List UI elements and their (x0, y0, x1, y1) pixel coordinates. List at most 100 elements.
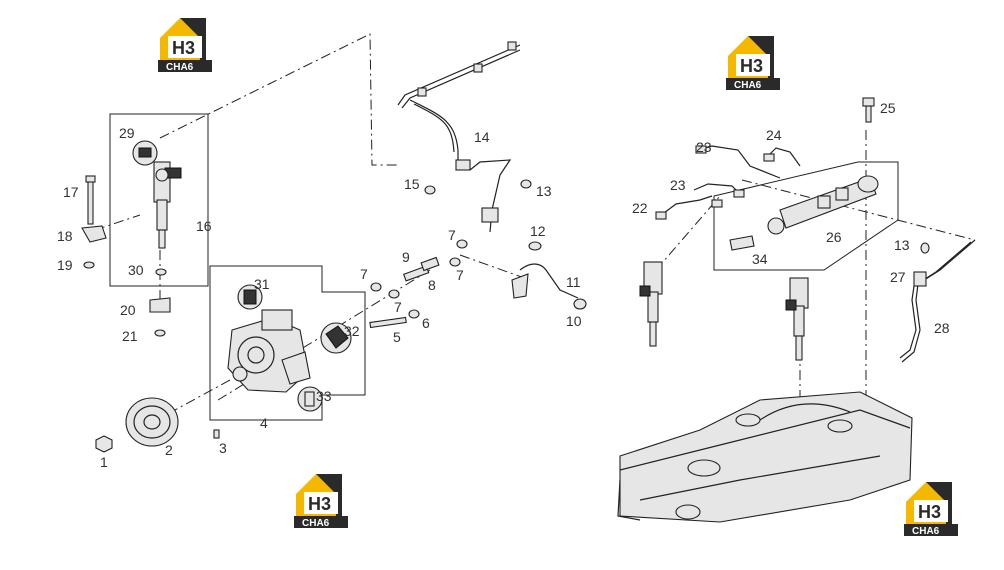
callout-7d: 7 (456, 267, 464, 283)
washer-30 (155, 268, 167, 276)
watermark-logo-2-line1: H3 (740, 56, 763, 76)
injector-pipe-24 (765, 147, 801, 167)
callout-13b: 13 (894, 237, 910, 253)
nut-7-a (370, 282, 382, 292)
watermark-logo-4-line1: H3 (918, 502, 941, 522)
washer-21 (154, 329, 166, 337)
callout-11: 11 (566, 274, 581, 290)
callout-12: 12 (530, 223, 546, 239)
pipe-nut-24 (763, 153, 775, 162)
callout-27: 27 (890, 269, 906, 285)
fuel-rail-pipe-14-inner (401, 49, 521, 153)
callout-7a: 7 (360, 266, 368, 282)
stud-5 (369, 316, 407, 329)
callout-5: 5 (393, 329, 401, 345)
dashline-rail-long (741, 179, 976, 241)
pump-group-box (209, 265, 366, 421)
callout-9: 9 (402, 249, 410, 265)
bolt-15 (424, 185, 436, 195)
callout-29: 29 (119, 125, 135, 141)
return-pipe-11 (519, 263, 579, 299)
watermark-logo-1-line1: H3 (172, 38, 195, 58)
gasket-32 (325, 325, 349, 349)
pump-sensor-31 (243, 289, 257, 305)
callout-16: 16 (196, 218, 212, 234)
bolt-17-head (85, 175, 96, 183)
seat-20 (149, 297, 171, 313)
callout-33: 33 (316, 388, 332, 404)
callout-19: 19 (57, 257, 73, 273)
callout-25: 25 (880, 100, 896, 116)
rail-fitting-3 (507, 41, 517, 51)
callout-23b: 23 (670, 177, 686, 193)
dashline-injector-right-2 (655, 195, 721, 271)
callout-24: 24 (766, 127, 782, 143)
nut-7-c (449, 257, 461, 267)
watermark-logo-3: H3 CHA6 (294, 474, 348, 529)
callout-18: 18 (57, 228, 73, 244)
callout-28: 28 (934, 320, 950, 336)
bracket-11 (511, 273, 529, 299)
callout-7c: 7 (448, 227, 456, 243)
pipe-nut-22 (655, 211, 667, 220)
watermark-logo-2: H3 CHA6 (726, 36, 780, 91)
callout-8: 8 (428, 277, 436, 293)
bolt-12 (528, 241, 542, 251)
watermark-logo-1: H3 CHA6 (158, 18, 212, 73)
cylinder-head (617, 391, 913, 523)
nut-1 (95, 435, 113, 453)
return-line-28 (901, 239, 976, 363)
callout-14: 14 (474, 129, 490, 145)
pipe-nut-23c (733, 189, 745, 198)
rail-fitting-4 (455, 159, 471, 171)
injector-right-2 (785, 277, 809, 361)
nut-7-d (456, 239, 468, 249)
callout-6: 6 (422, 315, 430, 331)
washer-19 (83, 261, 95, 269)
return-line-28-inner (899, 241, 972, 359)
injector-connector (138, 147, 152, 158)
watermark-logo-1-line2: CHA6 (166, 62, 194, 73)
valve-33 (304, 391, 315, 407)
watermark-logo-3-line2: CHA6 (302, 518, 330, 529)
clamp-18 (81, 225, 107, 243)
rail-sensor-34 (729, 235, 755, 251)
clip-27 (913, 271, 927, 287)
callout-21: 21 (122, 328, 138, 344)
fuel-rail-pipe-14 (397, 44, 521, 233)
callout-30: 30 (128, 262, 144, 278)
rail-fitting-5 (481, 207, 499, 223)
callout-34: 34 (752, 251, 768, 267)
callout-2: 2 (165, 442, 173, 458)
injector-pipe-23-a (697, 145, 781, 179)
injector-right-1 (639, 261, 663, 347)
pipe-nut-23a (695, 145, 707, 154)
callout-15: 15 (404, 176, 420, 192)
dashline-pump-to-gear (174, 379, 231, 411)
pipe-nut-23b (711, 199, 723, 208)
watermark-logo-2-line2: CHA6 (734, 80, 762, 91)
callout-23a: 23 (696, 139, 712, 155)
rail-fitting-2 (473, 63, 483, 73)
callout-3: 3 (219, 440, 227, 456)
injector-left (153, 161, 182, 249)
bolt-10 (573, 298, 587, 310)
watermark-logo-3-line1: H3 (308, 494, 331, 514)
bolt-17 (87, 177, 94, 225)
callout-31: 31 (254, 276, 270, 292)
bolt-13-right (920, 242, 930, 254)
injector-group-box (109, 113, 209, 287)
pump-gear-2 (125, 397, 179, 447)
bolt-13-left (520, 179, 532, 189)
callout-13a: 13 (536, 183, 552, 199)
sleeve-9 (420, 256, 440, 272)
watermark-logo-4-line2: CHA6 (912, 526, 940, 537)
bolt-25-head (862, 97, 875, 107)
callout-1: 1 (100, 454, 108, 470)
callout-17: 17 (63, 184, 79, 200)
callout-22: 22 (632, 200, 648, 216)
callout-4: 4 (260, 415, 268, 431)
callout-10: 10 (566, 313, 582, 329)
